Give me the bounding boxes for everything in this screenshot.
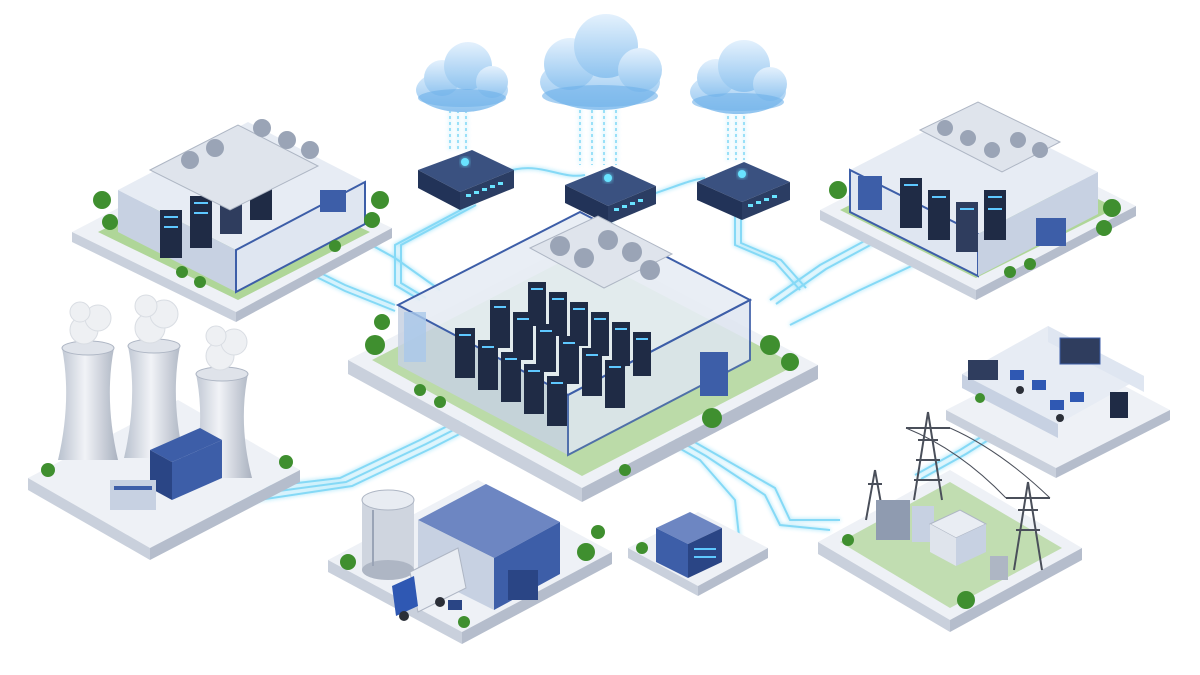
datacenter-right[interactable] bbox=[820, 101, 1136, 300]
warehouse[interactable] bbox=[328, 480, 612, 644]
cable-switch-center-right bbox=[649, 177, 706, 196]
substation[interactable] bbox=[818, 411, 1082, 632]
power-pylon-icon bbox=[865, 411, 1051, 571]
roof-fans bbox=[148, 119, 320, 211]
cloud-center[interactable] bbox=[540, 14, 662, 110]
workstation-icon bbox=[1010, 370, 1084, 422]
storage-tank bbox=[361, 489, 415, 580]
cable-dc-right-main bbox=[769, 237, 871, 301]
roof-fans bbox=[528, 215, 674, 289]
cloud-left[interactable] bbox=[416, 42, 508, 112]
cable-switch-left-main bbox=[394, 204, 471, 301]
steam bbox=[69, 294, 248, 371]
edge-module[interactable] bbox=[628, 512, 768, 596]
edge-server-icon bbox=[656, 512, 722, 578]
switch-right[interactable] bbox=[697, 162, 790, 220]
datacenter-main[interactable] bbox=[348, 210, 818, 502]
power-plant[interactable] bbox=[28, 294, 300, 560]
cloud-icon bbox=[690, 40, 787, 114]
truck-icon bbox=[392, 547, 467, 621]
cloud-right[interactable] bbox=[690, 40, 787, 114]
network-switch-icon bbox=[418, 150, 514, 210]
network-switch-icon bbox=[697, 162, 790, 220]
switch-center[interactable] bbox=[565, 166, 656, 224]
server-rack-icon bbox=[160, 210, 182, 258]
cable-switch-right-main bbox=[734, 210, 801, 291]
roof-fans bbox=[918, 101, 1062, 173]
server-rack-icon bbox=[455, 282, 651, 426]
cloud-icon bbox=[540, 14, 662, 110]
cable-switch-left-center bbox=[504, 167, 586, 177]
cloud-icon bbox=[416, 42, 508, 112]
switch-left[interactable] bbox=[418, 150, 514, 210]
control-room[interactable] bbox=[946, 326, 1170, 478]
cable-main-edge bbox=[664, 439, 741, 546]
datacenter-left[interactable] bbox=[72, 119, 392, 322]
network-switch-icon bbox=[565, 166, 656, 224]
